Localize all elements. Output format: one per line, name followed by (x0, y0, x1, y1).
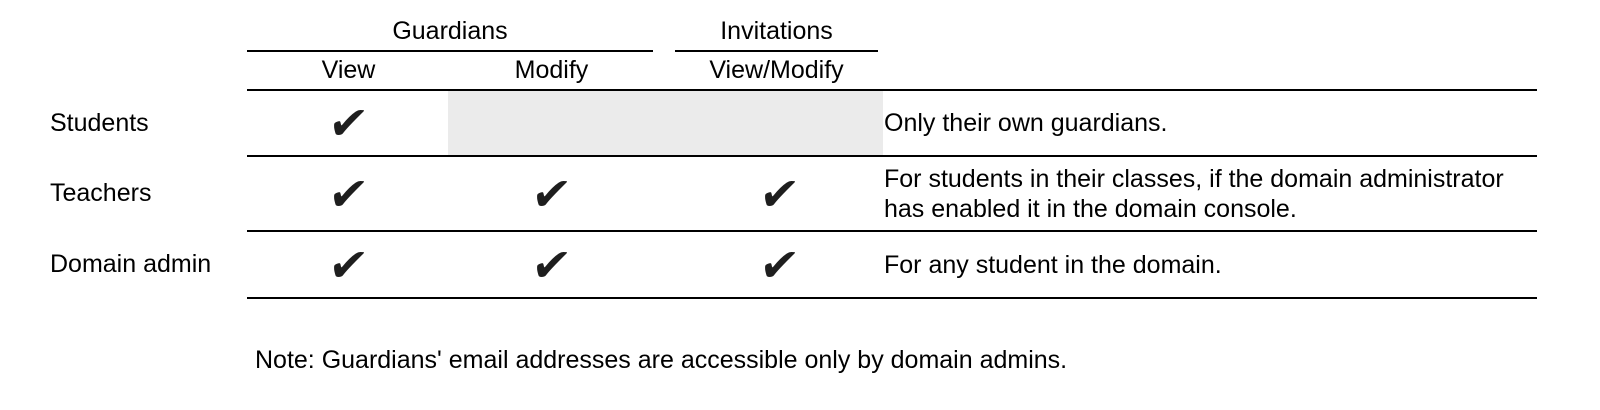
row-label: Students (50, 108, 149, 137)
check-icon: ✔ (756, 238, 802, 291)
table-row-teachers: Teachers ✔ ✔ ✔ For students in their cla… (0, 157, 1600, 230)
row-rule (247, 155, 1537, 157)
header-rule (247, 89, 1537, 91)
table-row-students: Students ✔ Only their own guardians. (0, 91, 1600, 155)
row-label: Domain admin (50, 250, 212, 278)
check-icon: ✔ (325, 238, 372, 291)
cell-admin-guardians-view: ✔ (247, 232, 450, 297)
check-icon: ✔ (528, 167, 575, 220)
row-rule (247, 297, 1537, 299)
column-header-view: View (321, 56, 376, 84)
check-icon: ✔ (325, 97, 372, 149)
column-group-guardians: Guardians (392, 16, 508, 45)
cell-teachers-guardians-view: ✔ (247, 157, 450, 230)
column-header-view-modify: View/Modify (709, 56, 844, 84)
cell-students-guardians-view: ✔ (247, 91, 450, 155)
row-note: For students in their classes, if the do… (884, 164, 1504, 223)
row-note: Only their own guardians. (884, 109, 1168, 137)
check-icon: ✔ (756, 167, 802, 220)
cell-teachers-invitations-viewmodify: ✔ (675, 157, 883, 230)
row-rule (247, 230, 1537, 232)
check-icon: ✔ (325, 167, 372, 220)
column-header-modify: Modify (514, 56, 589, 84)
check-icon: ✔ (528, 238, 575, 291)
guardians-group-underline (247, 50, 653, 52)
cell-teachers-guardians-modify: ✔ (450, 157, 653, 230)
cell-admin-invitations-viewmodify: ✔ (675, 232, 883, 297)
column-group-invitations: Invitations (720, 16, 833, 45)
invitations-group-underline (675, 50, 878, 52)
row-note: For any student in the domain. (884, 250, 1222, 279)
table-row-domain-admin: Domain admin ✔ ✔ ✔ For any student in th… (0, 232, 1600, 297)
disabled-cells-region (448, 91, 883, 155)
row-label: Teachers (50, 179, 152, 207)
footnote: Note: Guardians' email addresses are acc… (255, 346, 1068, 374)
cell-admin-guardians-modify: ✔ (450, 232, 653, 297)
